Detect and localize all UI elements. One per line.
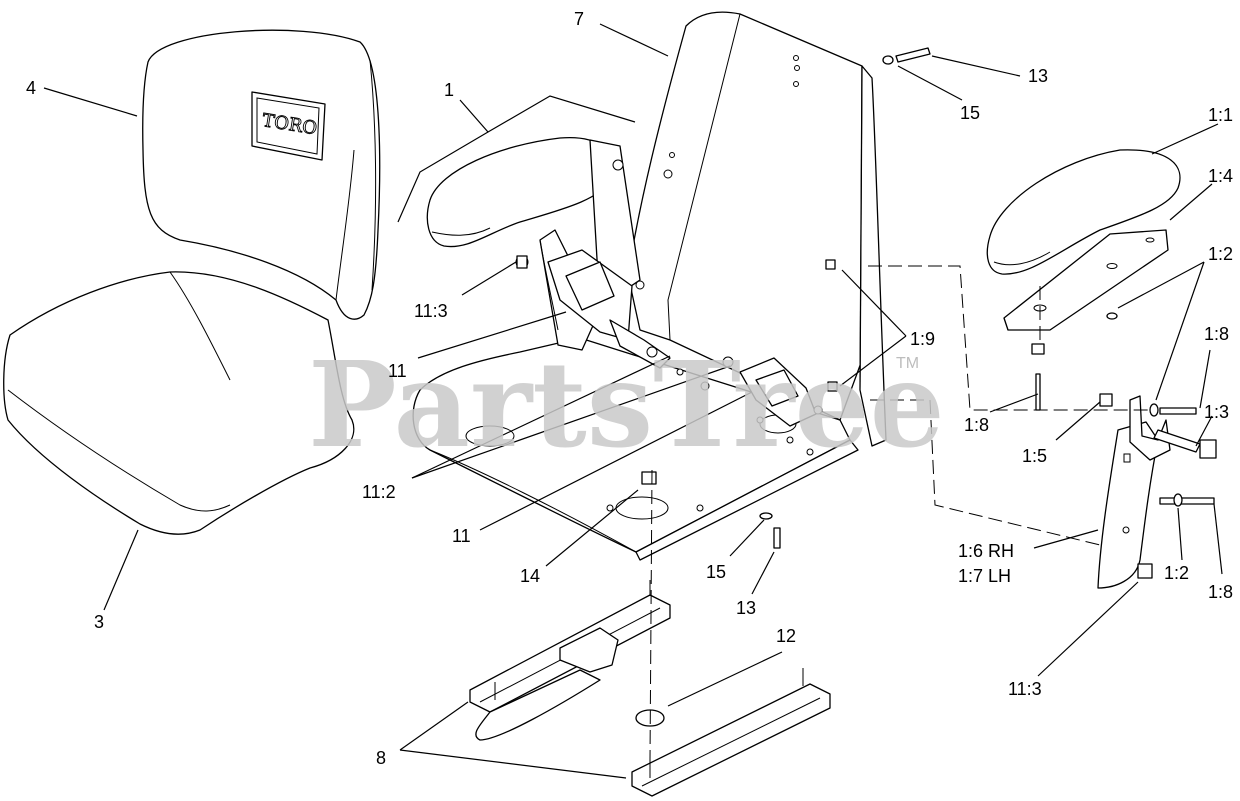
callout-1-7: 1:7 LH — [958, 566, 1011, 586]
callout-1-6: 1:6 RH — [958, 541, 1014, 561]
toro-logo: TORO — [251, 91, 326, 161]
callout-labels: 4 7 1 13 15 1:1 1:4 1:2 11:3 1:9 1:8 11 … — [26, 9, 1233, 768]
callout-1-1: 1:1 — [1208, 105, 1233, 125]
callout-7: 7 — [574, 9, 584, 29]
right-armrest-pad — [986, 149, 1181, 275]
callout-1-8-bottom: 1:8 — [1208, 582, 1233, 602]
callout-1-4: 1:4 — [1208, 166, 1233, 186]
pivot-plate — [1097, 395, 1171, 589]
bottom-cushion — [3, 271, 355, 535]
callout-13-bottom: 13 — [736, 598, 756, 618]
back-cushion: TORO — [142, 29, 381, 320]
watermark-tm: TM — [896, 355, 919, 372]
callout-11-mid: 11 — [452, 526, 471, 546]
callout-1-2-top: 1:2 — [1208, 244, 1233, 264]
callout-11-3-right: 11:3 — [1008, 679, 1042, 699]
callout-1-3: 1:3 — [1204, 402, 1229, 422]
callout-15-top: 15 — [960, 103, 980, 123]
callout-1-9: 1:9 — [910, 329, 935, 349]
callout-1-2-bottom: 1:2 — [1164, 563, 1189, 583]
callout-12: 12 — [776, 626, 796, 646]
watermark-text: PartsTree — [308, 335, 945, 474]
callout-15-bottom: 15 — [706, 562, 726, 582]
callout-8: 8 — [376, 748, 386, 768]
callout-13-top: 13 — [1028, 66, 1048, 86]
callout-1-5: 1:5 — [1022, 446, 1047, 466]
callout-11-3-left: 11:3 — [414, 301, 448, 321]
back-frame — [627, 11, 887, 447]
slide-rail-left — [469, 580, 671, 741]
armrest-bracket — [1003, 229, 1169, 331]
right-seatbelt-buckle — [722, 356, 823, 427]
callout-1-8-right: 1:8 — [1204, 324, 1229, 344]
watermark: PartsTree TM — [308, 335, 945, 474]
slide-rail-right — [631, 668, 831, 797]
callout-11-2: 11:2 — [362, 482, 396, 502]
callout-14: 14 — [520, 566, 540, 586]
alignment-lines — [649, 265, 1150, 761]
callout-3: 3 — [94, 612, 104, 632]
callout-11-left: 11 — [388, 361, 407, 381]
callout-1-8-left: 1:8 — [964, 415, 989, 435]
left-seatbelt-buckle — [515, 249, 671, 369]
leader-lines — [43, 23, 1223, 779]
callout-1: 1 — [444, 80, 454, 100]
callout-4: 4 — [26, 78, 36, 98]
